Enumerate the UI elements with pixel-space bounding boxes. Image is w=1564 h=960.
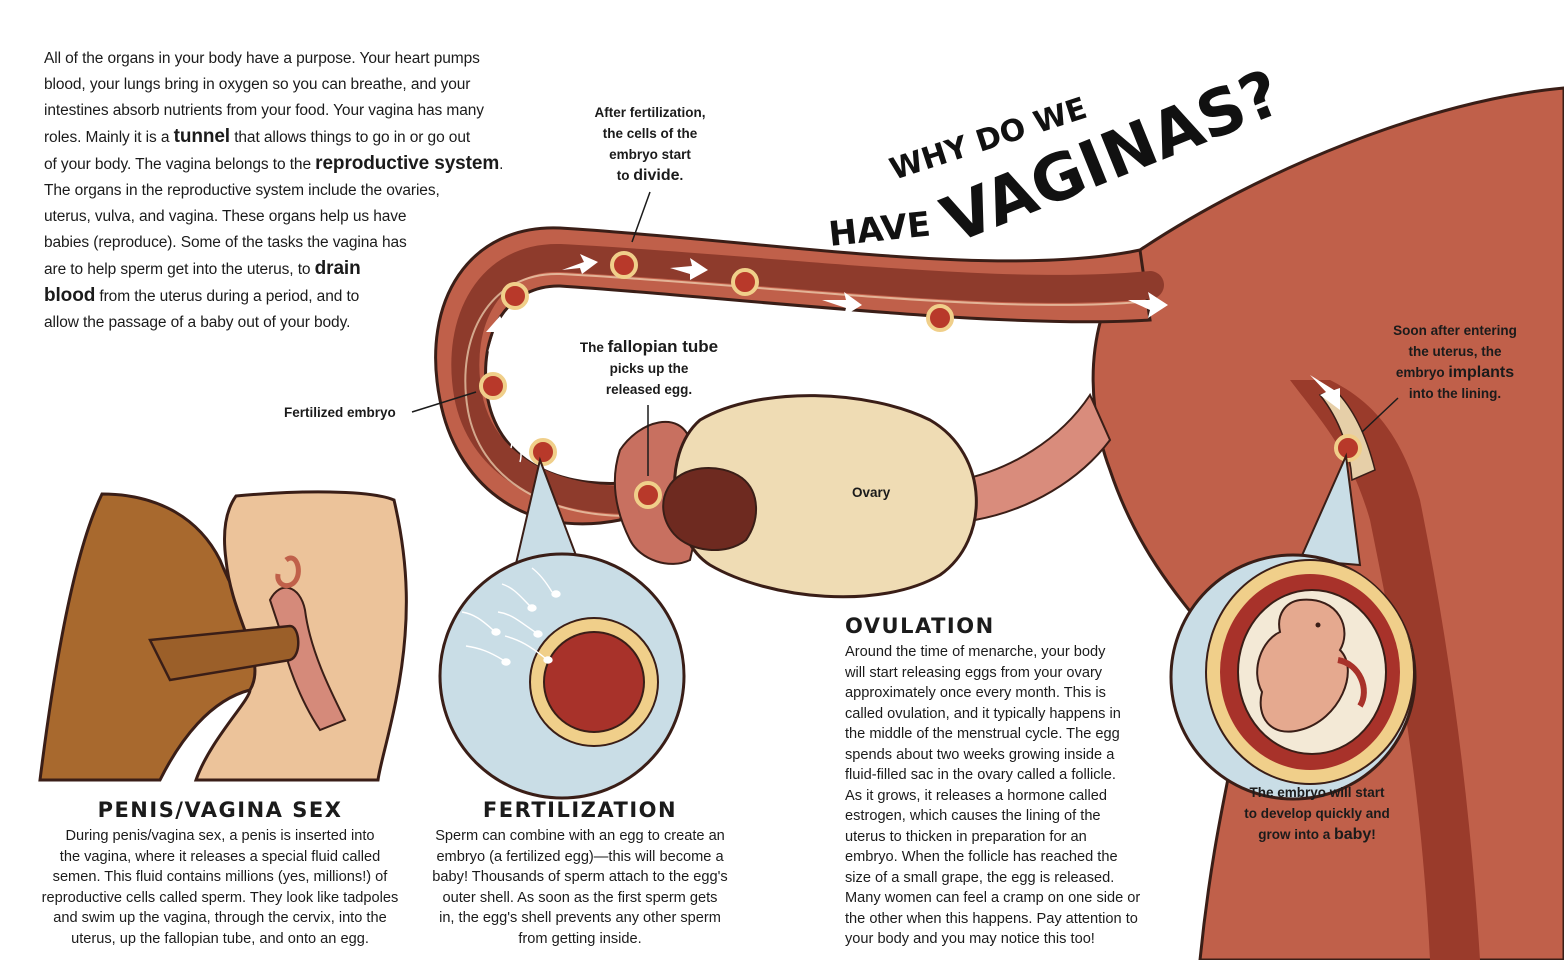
- intro-paragraph: All of the organs in your body have a pu…: [44, 46, 544, 336]
- intro-line: All of the organs in your body have a pu…: [44, 50, 480, 67]
- intro-bold: drain: [314, 258, 361, 279]
- egg-cells: [479, 251, 1362, 509]
- intro-text: roles. Mainly it is a: [44, 129, 174, 146]
- body-line: Many women can feel a cramp on one side …: [845, 890, 1141, 906]
- title-have: HAVE: [827, 205, 933, 255]
- body-line: As it grows, it releases a hormone calle…: [845, 787, 1107, 804]
- intro-text: of your body. The vagina belongs to the: [44, 156, 316, 173]
- label-fallopian-tube: The fallopian tube picks up the released…: [566, 336, 732, 400]
- label-line: Soon after entering: [1393, 323, 1517, 338]
- intro-text: that allows things to go in or go out: [230, 129, 471, 146]
- label-bold: baby: [1333, 826, 1372, 843]
- intro-bold: reproductive system: [315, 153, 500, 174]
- section-heading: OVULATION: [845, 614, 995, 638]
- label-text: .: [679, 168, 684, 183]
- body-line: in, the egg's shell prevents any other s…: [439, 910, 721, 926]
- label-line: into the lining.: [1408, 386, 1502, 401]
- body-line: size of a small grape, the egg is releas…: [845, 869, 1115, 886]
- follicle: [662, 466, 758, 551]
- body-line: the other when this happens. Pay attenti…: [845, 910, 1138, 927]
- label-text: grow into a: [1258, 827, 1334, 842]
- label-bold: divide: [633, 167, 680, 184]
- label-line: picks up the: [609, 361, 689, 376]
- fallopian-tube-channel: [451, 243, 1164, 514]
- section-heading: PENIS/VAGINA SEX: [97, 798, 343, 822]
- label-text: !: [1371, 827, 1376, 842]
- fertilized-egg: [461, 567, 659, 747]
- section-heading: FERTILIZATION: [482, 798, 678, 822]
- label-divide: After fertilization, the cells of the em…: [570, 102, 730, 186]
- intro-text: are to help sperm get into the uterus, t…: [44, 261, 315, 278]
- section-fertilization: FERTILIZATION Sperm can combine with an …: [420, 798, 740, 949]
- label-implants: Soon after entering the uterus, the embr…: [1382, 320, 1528, 404]
- intro-line: intestines absorb nutrients from your fo…: [44, 102, 484, 119]
- body-line: from getting inside.: [518, 930, 642, 947]
- body-line: spends about two weeks growing inside a: [845, 746, 1115, 763]
- body-line: embryo (a fertilized egg)—this will beco…: [436, 848, 724, 865]
- label-text: The: [579, 340, 608, 355]
- uterus-lining: [1290, 380, 1480, 960]
- body-line: reproductive cells called sperm. They lo…: [41, 889, 399, 906]
- label-fertilized-embryo: Fertilized embryo: [284, 405, 396, 420]
- intro-line: blood, your lungs bring in oxygen so you…: [44, 76, 471, 93]
- body-line: uterus, up the fallopian tube, and onto …: [71, 930, 369, 947]
- intro-line: The organs in the reproductive system in…: [44, 182, 440, 199]
- section-body: Around the time of menarche, your body w…: [845, 642, 1165, 950]
- body-line: baby! Thousands of sperm attach to the e…: [432, 869, 728, 885]
- body-line: called ovulation, and it typically happe…: [845, 705, 1121, 722]
- section-penis-vagina-sex: PENIS/VAGINA SEX During penis/vagina sex…: [20, 798, 420, 949]
- section-ovulation: OVULATION Around the time of menarche, y…: [845, 614, 1165, 950]
- intro-bold: tunnel: [173, 126, 231, 147]
- label-line: to develop quickly and: [1244, 806, 1390, 821]
- intro-line: uterus, vulva, and vagina. These organs …: [44, 208, 407, 225]
- body-line: estrogen, which causes the lining of the: [845, 808, 1101, 824]
- body-line: approximately once every month. This is: [845, 685, 1106, 701]
- label-line: embryo start: [609, 147, 691, 162]
- label-line: the cells of the: [602, 126, 698, 141]
- body-line: Around the time of menarche, your body: [845, 644, 1106, 660]
- label-bold: implants: [1448, 364, 1515, 381]
- body-line: uterus to thicken in preparation for an: [845, 828, 1087, 845]
- direction-arrows: [486, 254, 1340, 480]
- body-line: semen. This fluid contains millions (yes…: [52, 869, 388, 885]
- label-line: released egg.: [605, 382, 693, 397]
- label-baby: The embryo will start to develop quickly…: [1236, 782, 1398, 845]
- body-line: the middle of the menstrual cycle. The e…: [845, 726, 1120, 742]
- label-text: to: [616, 168, 634, 183]
- intro-bold: blood: [44, 285, 96, 306]
- body-line: Sperm can combine with an egg to create …: [435, 828, 725, 844]
- label-line: the uterus, the: [1408, 344, 1502, 359]
- body-line: will start releasing eggs from your ovar…: [845, 664, 1103, 681]
- ovarian-ligament: [958, 392, 1112, 522]
- body-line: and swim up the vagina, through the cerv…: [53, 910, 387, 926]
- label-line: After fertilization,: [594, 105, 706, 120]
- body-line: outer shell. As soon as the first sperm …: [442, 889, 718, 906]
- intro-text: from the uterus during a period, and to: [95, 288, 360, 305]
- pointer-lines: [411, 191, 1399, 476]
- label-ovary: Ovary: [852, 485, 891, 500]
- intro-line: babies (reproduce). Some of the tasks th…: [44, 234, 407, 251]
- embryo-sac: [1205, 559, 1415, 785]
- label-line: The embryo will start: [1249, 785, 1385, 800]
- body-line: During penis/vagina sex, a penis is inse…: [65, 828, 375, 844]
- sperm-cells: [508, 417, 525, 463]
- intro-text: .: [499, 156, 504, 173]
- body-line: embryo. When the follicle has reached th…: [845, 849, 1118, 865]
- intro-line: allow the passage of a baby out of your …: [44, 314, 351, 331]
- section-body: During penis/vagina sex, a penis is inse…: [20, 826, 420, 949]
- body-line: fluid-filled sac in the ovary called a f…: [845, 767, 1116, 783]
- section-body: Sperm can combine with an egg to create …: [420, 826, 740, 949]
- label-bold: fallopian tube: [607, 337, 719, 356]
- body-line: your body and you may notice this too!: [845, 931, 1095, 947]
- label-text: embryo: [1395, 365, 1449, 380]
- body-line: the vagina, where it releases a special …: [59, 848, 381, 865]
- penis-vagina-illustration: [38, 490, 408, 782]
